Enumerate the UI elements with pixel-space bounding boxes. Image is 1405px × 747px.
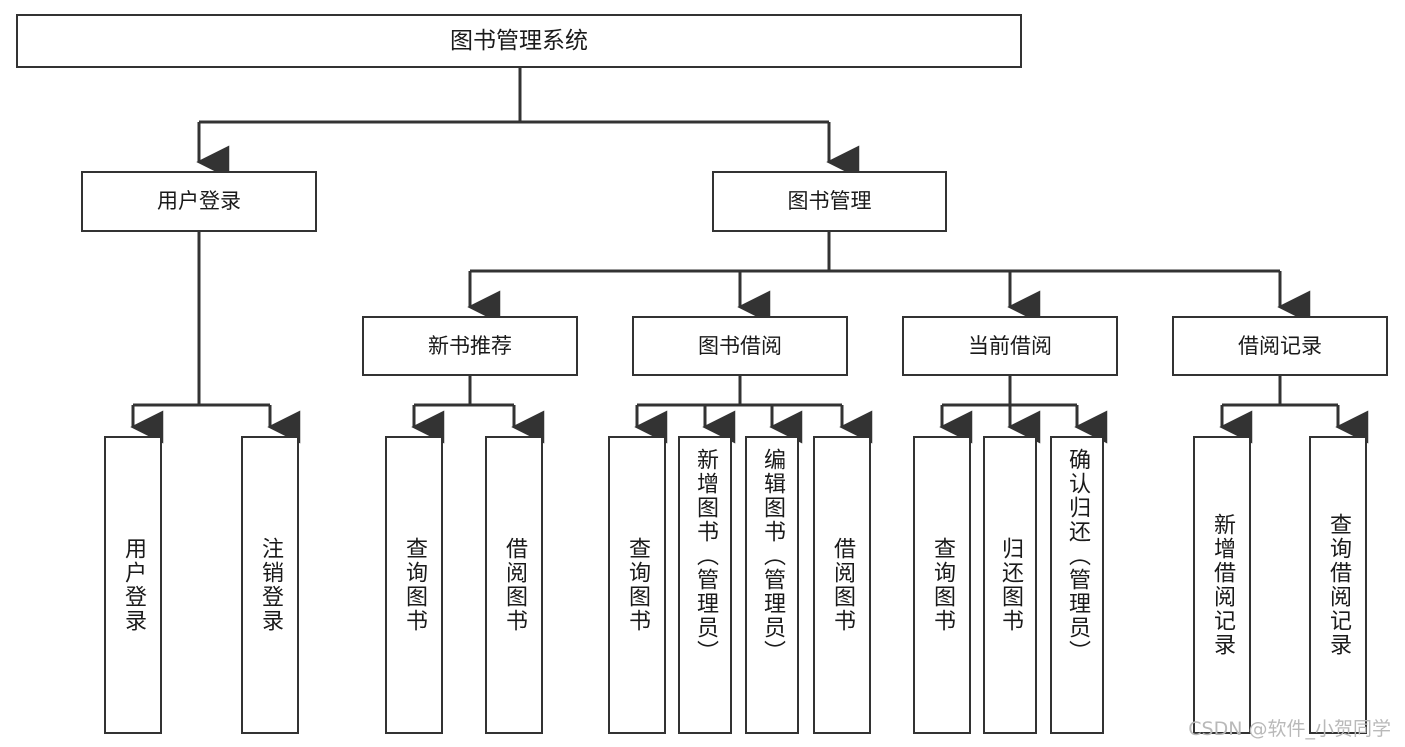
node-leaf-query-book-recommend[interactable]: 查询图书 (385, 436, 443, 734)
node-label: 当前借阅 (968, 333, 1052, 358)
node-book-borrow[interactable]: 图书借阅 (632, 316, 848, 376)
node-leaf-logout-login[interactable]: 注销登录 (241, 436, 299, 734)
node-borrow-record[interactable]: 借阅记录 (1172, 316, 1388, 376)
node-label: 借阅图书 (502, 537, 527, 633)
node-label: 查询图书 (930, 537, 955, 633)
node-label: 用户登录 (121, 537, 146, 633)
node-label: 用户登录 (157, 189, 241, 214)
node-current-borrow[interactable]: 当前借阅 (902, 316, 1118, 376)
node-new-book-recommend[interactable]: 新书推荐 (362, 316, 578, 376)
node-label: 图书管理系统 (450, 27, 588, 54)
node-leaf-query-book-borrow[interactable]: 查询图书 (608, 436, 666, 734)
node-label: 新增图书（管理员） (693, 448, 718, 664)
node-label: 注销登录 (258, 537, 283, 633)
node-label: 归还图书 (998, 537, 1023, 633)
node-leaf-add-borrow-record[interactable]: 新增借阅记录 (1193, 436, 1251, 734)
node-book-management[interactable]: 图书管理 (712, 171, 947, 232)
node-label: 借阅图书 (830, 537, 855, 633)
node-label: 查询图书 (402, 537, 427, 633)
node-label: 查询借阅记录 (1326, 513, 1351, 657)
node-leaf-user-login[interactable]: 用户登录 (104, 436, 162, 734)
node-label: 编辑图书（管理员） (760, 448, 785, 664)
node-leaf-confirm-return-admin[interactable]: 确认归还（管理员） (1050, 436, 1104, 734)
node-label: 查询图书 (625, 537, 650, 633)
node-root-book-management-system[interactable]: 图书管理系统 (16, 14, 1022, 68)
node-label: 图书借阅 (698, 333, 782, 358)
node-label: 确认归还（管理员） (1065, 448, 1090, 664)
node-leaf-borrow-book-borrow[interactable]: 借阅图书 (813, 436, 871, 734)
node-user-login[interactable]: 用户登录 (81, 171, 317, 232)
node-leaf-borrow-book-recommend[interactable]: 借阅图书 (485, 436, 543, 734)
node-label: 新书推荐 (428, 333, 512, 358)
node-label: 图书管理 (787, 189, 872, 214)
node-leaf-query-book-current[interactable]: 查询图书 (913, 436, 971, 734)
node-leaf-add-book-admin[interactable]: 新增图书（管理员） (678, 436, 732, 734)
node-label: 新增借阅记录 (1210, 513, 1235, 657)
watermark-text: CSDN @软件_小贺同学 (1188, 718, 1391, 740)
node-leaf-edit-book-admin[interactable]: 编辑图书（管理员） (745, 436, 799, 734)
node-leaf-query-borrow-record[interactable]: 查询借阅记录 (1309, 436, 1367, 734)
node-label: 借阅记录 (1238, 333, 1322, 358)
node-leaf-return-book[interactable]: 归还图书 (983, 436, 1037, 734)
